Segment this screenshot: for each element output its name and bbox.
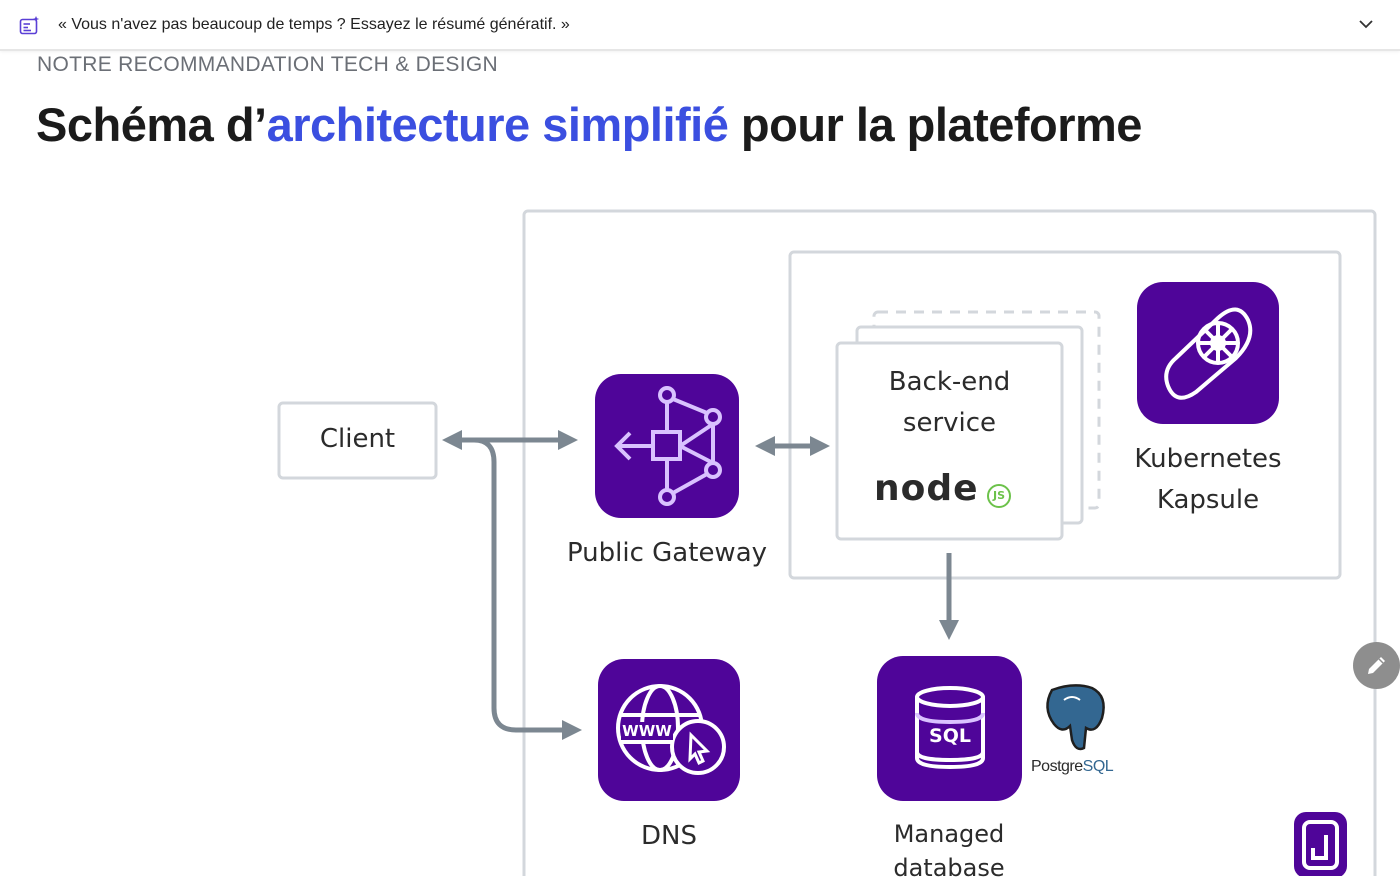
chevron-down-icon[interactable] <box>1356 14 1376 34</box>
brand-logo-icon <box>1294 812 1347 876</box>
kubernetes-cluster-box <box>788 250 1342 580</box>
backend-label-line2: service <box>902 408 997 438</box>
gateway-label: Public Gateway <box>566 538 768 568</box>
nodejs-js-badge: JS <box>987 483 1011 508</box>
cloud-boundary <box>522 209 1377 876</box>
title-part-2: pour la plateforme <box>728 98 1143 151</box>
nodejs-logo: node JS <box>874 468 1011 510</box>
postgresql-suffix: SQL <box>1082 758 1114 775</box>
database-label-line2: database <box>893 854 1005 882</box>
database-label-line1: Managed <box>893 820 1005 848</box>
title-highlight: architecture simplifié <box>266 98 729 151</box>
article-eyebrow: NOTRE RECOMMANDATION TECH & DESIGN <box>37 53 498 76</box>
client-box <box>277 401 438 480</box>
article-title: Schéma d’architecture simplifié pour la … <box>36 97 1142 152</box>
dns-label: DNS <box>641 821 697 851</box>
summary-prompt-text[interactable]: « Vous n'avez pas beaucoup de temps ? Es… <box>58 16 570 33</box>
postgresql-wordmark: PostgreSQL <box>1031 758 1114 776</box>
dns-icon-text: WWW <box>621 722 673 740</box>
pencil-icon <box>1368 657 1385 674</box>
edit-button[interactable] <box>1353 642 1400 689</box>
kubernetes-label-line2: Kapsule <box>1156 485 1260 515</box>
postgresql-logo-icon <box>1046 684 1105 751</box>
summary-bar[interactable]: « Vous n'avez pas beaucoup de temps ? Es… <box>0 0 1400 51</box>
database-icon <box>877 656 1022 801</box>
client-label: Client <box>319 424 396 454</box>
title-part-1: Schéma d’ <box>36 98 267 151</box>
ai-summary-icon <box>19 16 40 35</box>
database-icon-text: SQL <box>929 725 971 747</box>
kubernetes-label-line1: Kubernetes <box>1134 444 1282 474</box>
postgresql-prefix: Postgre <box>1031 758 1083 775</box>
nodejs-wordmark: node <box>874 468 979 509</box>
client-dns-arrow <box>473 437 582 740</box>
gateway-icon <box>595 374 739 518</box>
backend-label-line1: Back-end <box>888 367 1011 397</box>
kubernetes-icon <box>1137 282 1279 424</box>
